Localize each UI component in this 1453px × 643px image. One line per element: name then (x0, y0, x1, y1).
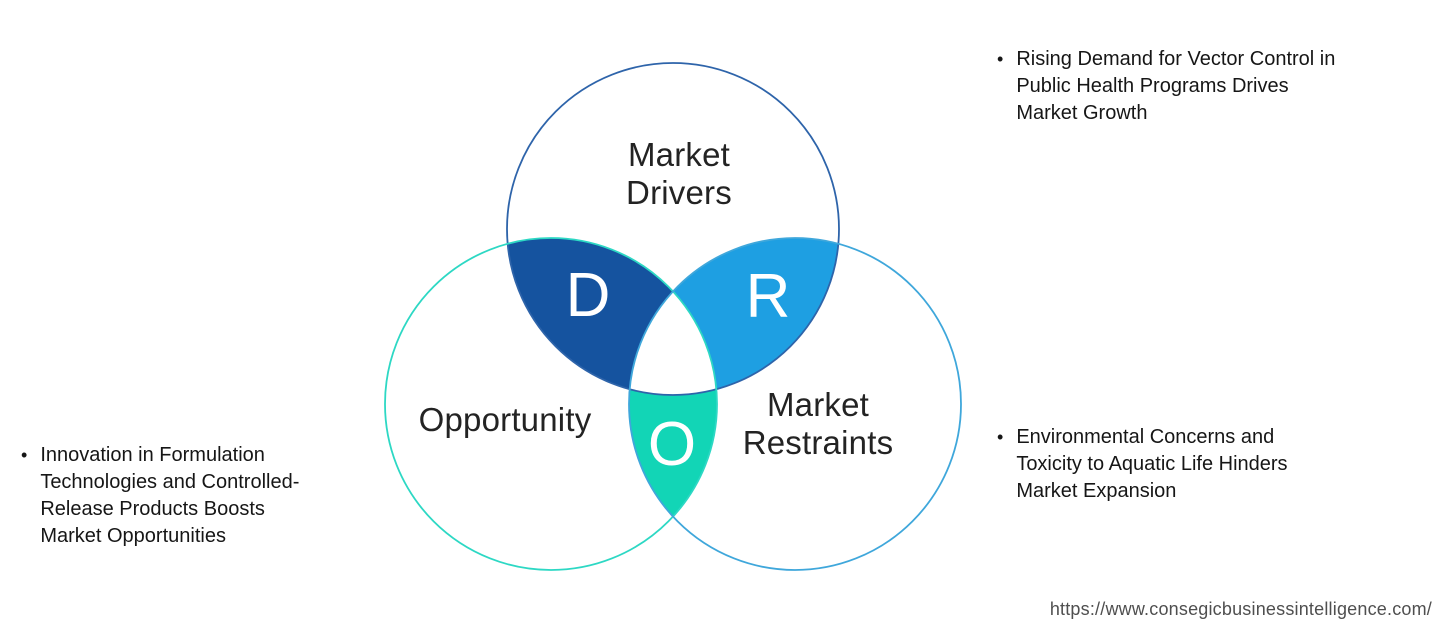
letter-o: O (647, 410, 697, 479)
drivers-note-text: Rising Demand for Vector Control in Publ… (1016, 48, 1336, 124)
region-d (507, 238, 717, 395)
restraints-circle-outline (628, 237, 962, 571)
source-url: https://www.consegicbusinessintelligence… (1049, 599, 1432, 619)
opportunity-note: • Innovation in Formulation Technologies… (21, 442, 381, 550)
restraints-note-text: Environmental Concerns and Toxicity to A… (1016, 426, 1288, 502)
letter-r: R (745, 262, 791, 331)
letter-d: D (565, 261, 611, 330)
opportunity-note-text: Innovation in Formulation Technologies a… (40, 444, 300, 547)
opportunity-circle-label: Opportunity (418, 401, 592, 438)
restraints-circle-label: Market Restraints (742, 386, 894, 461)
bullet-icon: • (997, 49, 1004, 69)
drivers-circle-label: Market Drivers (626, 136, 732, 211)
region-r (629, 238, 839, 395)
drivers-note: • Rising Demand for Vector Control in Pu… (997, 46, 1417, 127)
bullet-icon: • (21, 445, 28, 465)
bullet-icon: • (997, 427, 1004, 447)
opportunity-circle-outline (384, 237, 718, 571)
drivers-circle-outline (506, 62, 840, 396)
restraints-note: • Environmental Concerns and Toxicity to… (997, 424, 1417, 505)
